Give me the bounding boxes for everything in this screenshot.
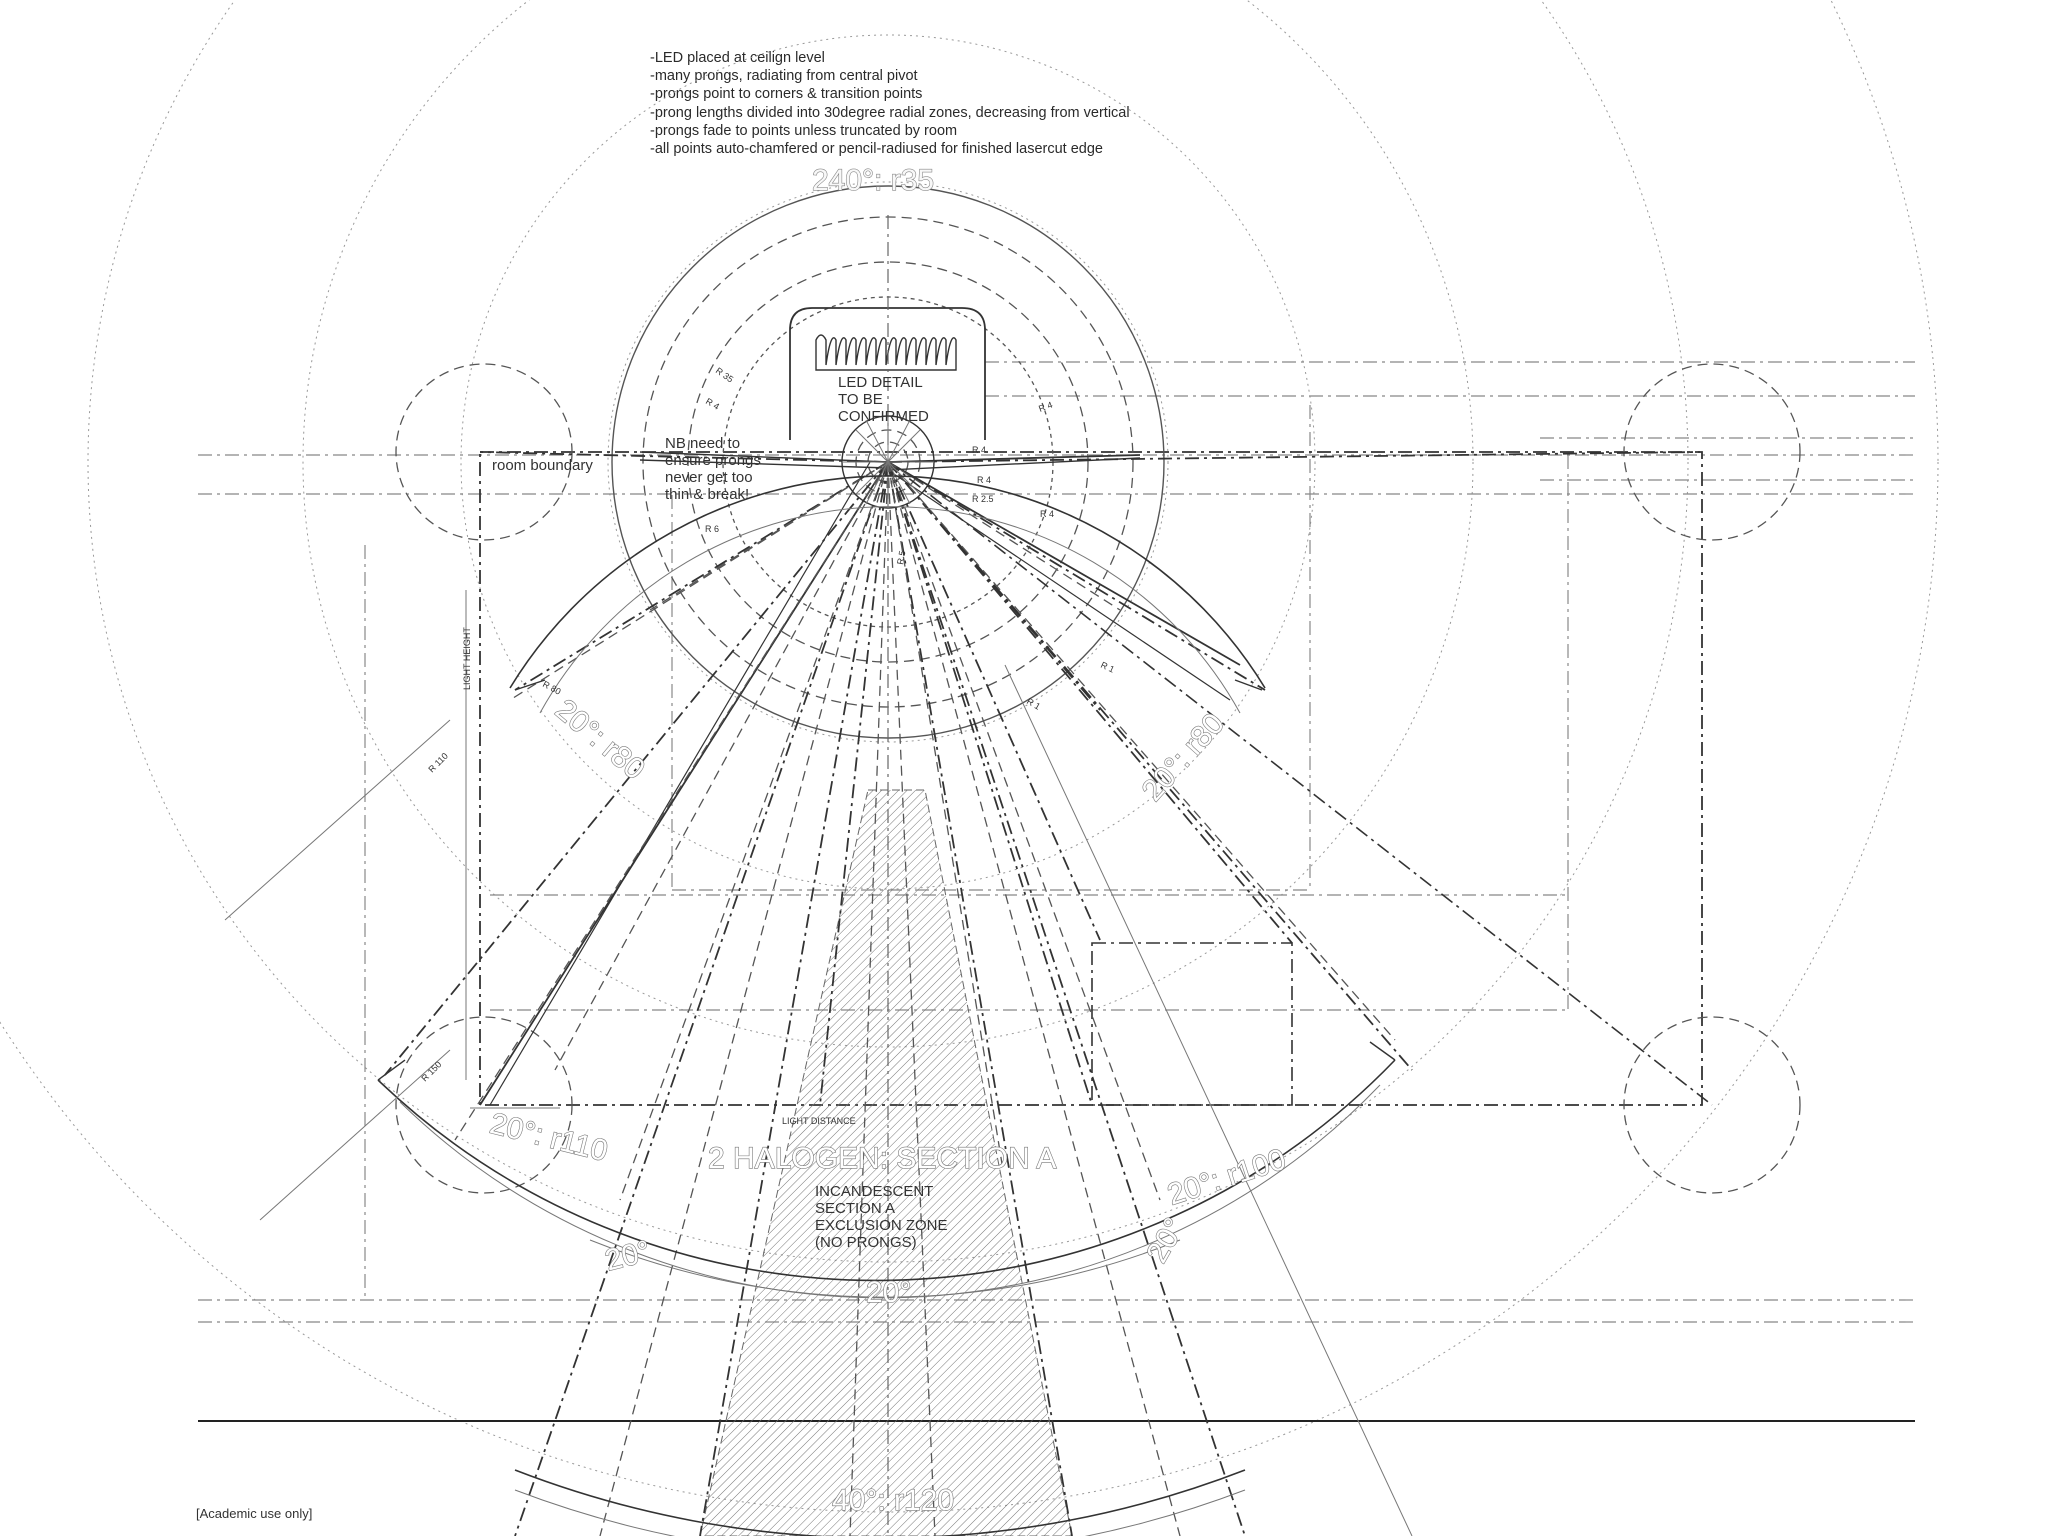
- radius-annotations: R 35 R 4 R 4 R 4 R 4 R 4 R 6 R 2.5 R 5 R…: [419, 365, 1116, 1083]
- svg-text:INCANDESCENT: INCANDESCENT: [815, 1183, 933, 1200]
- svg-text:R 4: R 4: [1040, 509, 1054, 519]
- svg-text:ensure prongs: ensure prongs: [665, 452, 761, 469]
- note-line: -many prongs, radiating from central piv…: [650, 68, 918, 85]
- nb-note-label: NB need to ensure prongs never get too t…: [665, 435, 761, 503]
- svg-text:R 6: R 6: [705, 524, 719, 534]
- section-title: 2 HALOGEN: SECTION A: [708, 1142, 1056, 1175]
- svg-text:R 2.5: R 2.5: [972, 494, 994, 504]
- svg-text:R 150: R 150: [419, 1059, 443, 1083]
- led-detail-label: LED DETAIL TO BE CONFIRMED: [838, 374, 929, 425]
- exclusion-zone-label: INCANDESCENT SECTION A EXCLUSION ZONE (N…: [815, 1183, 948, 1251]
- svg-text:R 110: R 110: [426, 751, 450, 775]
- note-line: -all points auto-chamfered or pencil-rad…: [650, 141, 1103, 158]
- svg-text:R 5: R 5: [895, 550, 907, 566]
- zone-label-right-upper: 20°: r80: [1136, 707, 1231, 807]
- svg-text:NB need to: NB need to: [665, 435, 740, 452]
- exclusion-zone: [699, 789, 1073, 1536]
- svg-text:EXCLUSION ZONE: EXCLUSION ZONE: [815, 1217, 948, 1234]
- svg-text:TO BE: TO BE: [838, 391, 883, 408]
- angle-label-right: 20°: [1140, 1213, 1191, 1269]
- light-height-label: LIGHT HEIGHT: [462, 627, 472, 690]
- construction-lines: [198, 361, 1915, 1422]
- svg-text:(NO PRONGS): (NO PRONGS): [815, 1234, 917, 1251]
- svg-text:thin & break!: thin & break!: [665, 486, 749, 503]
- zone-arcs: [377, 475, 1396, 1536]
- svg-text:R 4: R 4: [1037, 400, 1054, 414]
- note-line: -prongs point to corners & transition po…: [650, 86, 923, 103]
- svg-text:R 4: R 4: [704, 396, 721, 412]
- svg-text:R 4: R 4: [977, 475, 991, 485]
- zone-label-top: 240°: r35: [812, 164, 934, 197]
- svg-text:CONFIRMED: CONFIRMED: [838, 408, 929, 425]
- furniture-outline: [1091, 942, 1293, 1106]
- zone-label-left-lower: 20°: r110: [487, 1107, 611, 1168]
- svg-text:never get too: never get too: [665, 469, 753, 486]
- note-line: -prongs fade to points unless truncated …: [650, 122, 958, 139]
- footer-note: [Academic use only]: [196, 1506, 313, 1521]
- svg-text:LED DETAIL: LED DETAIL: [838, 374, 923, 391]
- led-housing: [789, 307, 986, 440]
- prongs: [384, 451, 1713, 1536]
- room-boundary: [479, 451, 1703, 1106]
- note-line: -LED placed at ceilign level: [650, 50, 825, 66]
- angle-label-left: 20°: [602, 1235, 654, 1278]
- svg-text:R 4: R 4: [972, 445, 986, 455]
- svg-text:R 1: R 1: [1099, 660, 1116, 675]
- pivot-hub: [842, 416, 934, 508]
- svg-text:R 1: R 1: [1025, 696, 1042, 712]
- note-line: -prong lengths divided into 30degree rad…: [650, 104, 1130, 121]
- design-notes: -LED placed at ceilign level -many prong…: [650, 49, 1130, 158]
- svg-text:R 35: R 35: [714, 365, 735, 384]
- angle-label-center: 20°: [866, 1276, 911, 1309]
- zone-label-right-lower: 20°: r100: [1164, 1143, 1290, 1212]
- corner-circles: [395, 363, 1801, 1194]
- room-boundary-label: room boundary: [492, 457, 593, 474]
- zone-label-bottom: 40°: r120: [832, 1484, 954, 1517]
- light-distance-label: LIGHT DISTANCE: [782, 1116, 856, 1126]
- dimension-ticks: [224, 590, 1396, 1221]
- svg-text:SECTION A: SECTION A: [815, 1200, 895, 1217]
